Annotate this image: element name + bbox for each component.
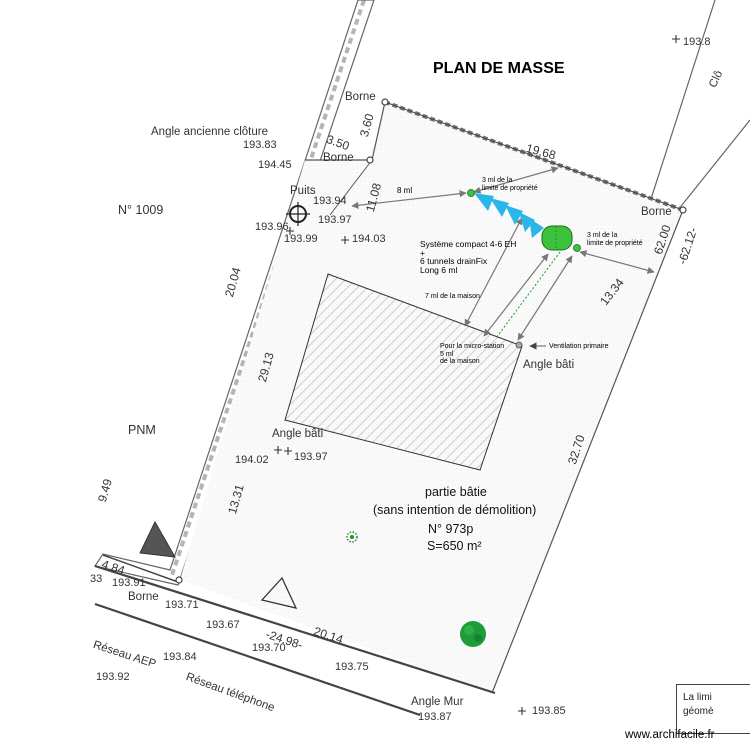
elevation-label: 194.45 <box>258 159 292 171</box>
parcel-number-label: N° 973p <box>428 522 474 536</box>
angle-bati-left-label: Angle bâti <box>272 428 324 440</box>
arrow-house-vent <box>517 255 573 341</box>
annotation-7ml: 7 ml de la maison <box>425 293 480 300</box>
annotation-3ml-a-line1: 3 ml de la <box>482 177 513 184</box>
borne-markers <box>175 98 687 584</box>
annotation-3ml-a-line2: limite de propriété <box>482 185 538 192</box>
elevation-label: 193.96 <box>255 221 289 233</box>
triangle-outline-icon <box>260 576 298 609</box>
tunnel-2 <box>490 198 509 217</box>
placement-arrows <box>351 166 655 350</box>
road <box>94 554 496 717</box>
arrow-3ml-a <box>473 166 559 194</box>
borne-right-marker <box>679 206 687 214</box>
borne-left-label: Borne <box>323 152 354 164</box>
plus-marker-icon <box>274 35 680 715</box>
elevation-label: 193.97 <box>318 214 352 226</box>
elevation-label: 193.92 <box>96 671 130 683</box>
drainfix-tunnels <box>467 189 544 238</box>
shrub-icon <box>346 531 358 543</box>
pnm-label: PNM <box>128 423 156 437</box>
angle-mur-label: Angle Mur <box>411 696 464 708</box>
angle-ancienne-cloture-label: Angle ancienne clôture <box>151 126 268 138</box>
borne-top-marker <box>381 98 389 106</box>
elevation-label: 193.83 <box>243 139 277 151</box>
parcel-1009-label: N° 1009 <box>118 203 164 217</box>
tunnel-5 <box>529 218 544 238</box>
systeme-line1: Système compact 4-6 EH <box>420 239 517 249</box>
well-icon <box>286 202 310 226</box>
tunnel-start-node <box>467 189 475 197</box>
annotation-3ml-b-line2: limite de propriété <box>587 240 643 247</box>
partie-batie-label: partie bâtie <box>425 485 487 499</box>
tunnel-3 <box>505 205 523 225</box>
puits-label: Puits <box>290 185 316 197</box>
borne-right-label: Borne <box>641 206 672 218</box>
borne-top-label: Borne <box>345 91 376 103</box>
tunnel-4 <box>519 212 535 232</box>
elevation-label: 193.71 <box>165 599 199 611</box>
borne-bottom-marker <box>175 576 183 584</box>
elevation-label: 193.85 <box>532 705 566 717</box>
micro-line3: de la maison <box>440 358 480 365</box>
elevation-label: 193.94 <box>313 195 347 207</box>
elevation-label: 193.91 <box>112 577 146 589</box>
annotation-ventilation: Ventilation primaire <box>549 343 609 350</box>
micro-line1: Pour la micro-station <box>440 343 505 350</box>
tunnel-1 <box>474 193 494 211</box>
triangle-filled-icon <box>139 520 176 558</box>
elevation-label: 193.84 <box>163 651 197 663</box>
elevation-label: 193.75 <box>335 661 369 673</box>
elevation-label: 193.67 <box>206 619 240 631</box>
built-area <box>284 273 523 471</box>
arrow-8ml <box>351 190 467 209</box>
page-title: PLAN DE MASSE <box>433 60 565 77</box>
borne-left-marker <box>366 156 374 164</box>
elevation-label: 193.99 <box>284 233 318 245</box>
elevation-label: 193.8 <box>683 36 711 48</box>
sans-intention-label: (sans intention de démolition) <box>373 503 537 517</box>
legend-box: La limi géomè <box>676 684 750 734</box>
elevation-label: 194.03 <box>352 233 386 245</box>
elevation-label: 194.02 <box>235 454 269 466</box>
systeme-line4: Long 6 ml <box>420 265 458 275</box>
systeme-line2: + <box>420 248 425 258</box>
annotation-8ml: 8 ml <box>397 186 413 195</box>
elevation-label: 193.70 <box>252 642 286 654</box>
angle-bati-right-label: Angle bâti <box>523 359 575 371</box>
annotation-3ml-b-line1: 3 ml de la <box>587 232 618 239</box>
micro-line2: 5 ml <box>440 351 454 358</box>
systeme-line3: 6 tunnels drainFix <box>420 256 488 266</box>
watermark: www.archifacile.fr <box>625 729 715 741</box>
elevation-label: 193.97 <box>294 451 328 463</box>
elevation-label: 33 <box>90 573 103 585</box>
micro-station <box>495 225 581 349</box>
tree-icon <box>460 621 486 647</box>
pipe-to-house <box>495 251 561 339</box>
borne-bottom-label: Borne <box>128 591 159 603</box>
elevation-label: 193.87 <box>418 711 452 723</box>
surface-label: S=650 m² <box>427 539 482 553</box>
legend-line1: La limi <box>683 692 712 703</box>
legend-line2: géomè <box>683 706 714 717</box>
arrow-3ml-b <box>579 250 655 274</box>
